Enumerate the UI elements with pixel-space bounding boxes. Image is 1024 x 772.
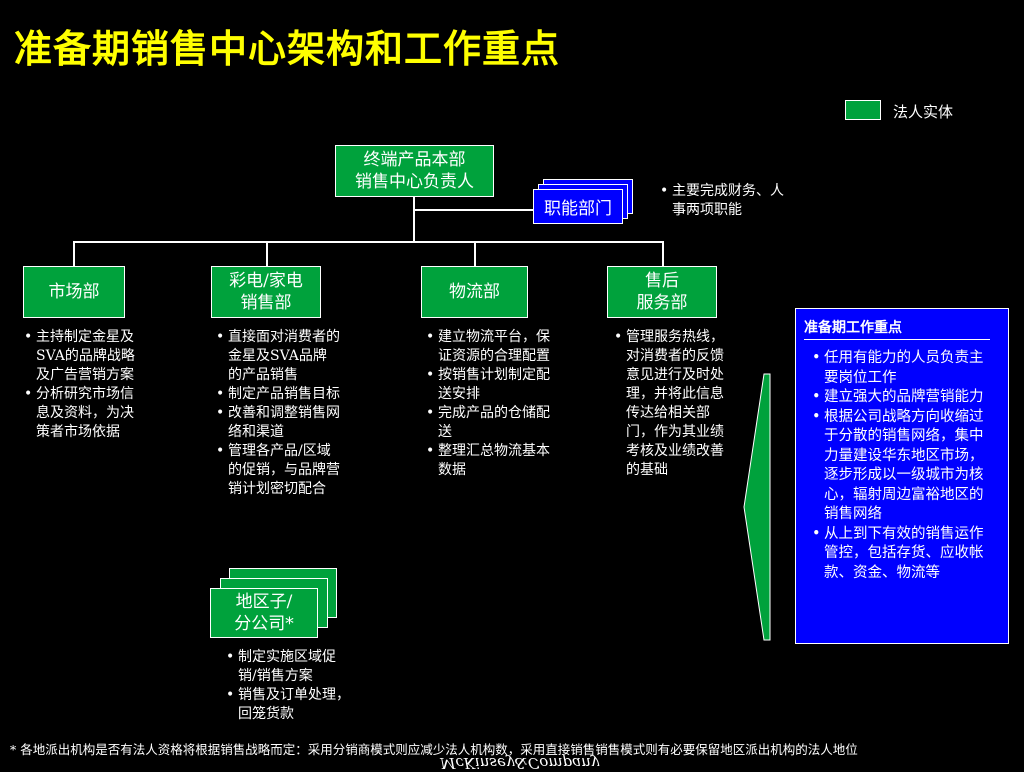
- dept-bullets-market: 主持制定金星及SVA的品牌战略及广告营销方案 分析研究市场信息及资料，为决策者市…: [24, 328, 138, 442]
- list-item: 改善和调整销售网络和渠道: [216, 404, 340, 442]
- panel-title: 准备期工作重点: [804, 320, 902, 336]
- arrow-icon: [743, 373, 771, 641]
- list-item: 制定实施区域促销/销售方案: [226, 648, 354, 686]
- head-box-line1: 终端产品本部: [363, 150, 466, 170]
- connector: [413, 196, 415, 242]
- page-title: 准备期销售中心架构和工作重点: [14, 27, 561, 71]
- list-item: 直接面对消费者的金星及SVA品牌的产品销售: [216, 328, 340, 385]
- panel-bullets: 任用有能力的人员负责主要岗位工作 建立强大的品牌营销能力 根据公司战略方向收缩过…: [812, 349, 996, 583]
- focus-panel: 准备期工作重点 任用有能力的人员负责主要岗位工作 建立强大的品牌营销能力 根据公…: [795, 308, 1009, 644]
- dept-bullets-tv-sales: 直接面对消费者的金星及SVA品牌的产品销售 制定产品销售目标 改善和调整销售网络…: [216, 328, 340, 499]
- region-bullets: 制定实施区域促销/销售方案 销售及订单处理，回笼货款: [226, 648, 354, 724]
- dept-box-market: 市场部: [23, 266, 125, 318]
- connector: [73, 241, 75, 267]
- legend-label: 法人实体: [893, 103, 954, 121]
- panel-divider: [804, 339, 990, 340]
- dept-box-service: 售后 服务部: [607, 266, 717, 318]
- list-item: 主持制定金星及SVA的品牌战略及广告营销方案: [24, 328, 138, 385]
- connector: [266, 241, 268, 267]
- dept-label: 销售部: [240, 293, 292, 313]
- dept-label: 彩电/家电: [229, 271, 303, 291]
- list-item: 从上到下有效的销售运作管控，包括存货、应收帐款、资金、物流等: [812, 525, 996, 584]
- connector: [73, 241, 663, 243]
- head-box-line2: 销售中心负责人: [355, 172, 474, 192]
- brand-logo: McKinsey&Company: [440, 754, 600, 772]
- list-item: 根据公司战略方向收缩过于分散的销售网络，集中力量建设华东地区市场，逐步形成以一级…: [812, 408, 996, 525]
- list-item: 整理汇总物流基本数据: [426, 442, 554, 480]
- connector: [474, 241, 476, 267]
- function-box: 职能部门: [533, 189, 623, 224]
- dept-label: 售后: [645, 271, 679, 291]
- footnote: * 各地派出机构是否有法人资格将根据销售战略而定：采用分销商模式则应减少法人机构…: [10, 742, 858, 757]
- dept-label: 服务部: [636, 293, 688, 313]
- connector: [413, 209, 535, 211]
- list-item: 销售及订单处理，回笼货款: [226, 686, 354, 724]
- region-box: 地区子/ 分公司*: [210, 588, 318, 638]
- dept-bullets-service: 管理服务热线，对消费者的反馈意见进行及时处理，并将此信息传达给相关部门，作为其业…: [614, 328, 726, 480]
- dept-label: 物流部: [449, 282, 500, 302]
- dept-label: 市场部: [48, 282, 100, 302]
- dept-bullets-logistics: 建立物流平台，保证资源的合理配置 按销售计划制定配送安排 完成产品的仓储配送 整…: [426, 328, 554, 480]
- list-item: 建立强大的品牌营销能力: [812, 388, 996, 408]
- dept-box-tv-sales: 彩电/家电 销售部: [211, 266, 321, 318]
- region-label: 地区子/: [235, 592, 293, 612]
- dept-box-logistics: 物流部: [421, 266, 528, 318]
- function-notes: 主要完成财务、人事两项职能: [660, 182, 790, 220]
- connector: [662, 241, 664, 267]
- list-item: 建立物流平台，保证资源的合理配置: [426, 328, 554, 366]
- list-item: 主要完成财务、人事两项职能: [660, 182, 790, 220]
- list-item: 按销售计划制定配送安排: [426, 366, 554, 404]
- function-box-label: 职能部门: [544, 199, 612, 219]
- legend-swatch: [845, 100, 881, 120]
- list-item: 完成产品的仓储配送: [426, 404, 554, 442]
- region-label: 分公司*: [234, 614, 294, 634]
- head-box: 终端产品本部 销售中心负责人: [335, 145, 494, 197]
- list-item: 制定产品销售目标: [216, 385, 340, 404]
- list-item: 管理各产品/区域的促销，与品牌营销计划密切配合: [216, 442, 340, 499]
- list-item: 分析研究市场信息及资料，为决策者市场依据: [24, 385, 138, 442]
- list-item: 管理服务热线，对消费者的反馈意见进行及时处理，并将此信息传达给相关部门，作为其业…: [614, 328, 726, 480]
- list-item: 任用有能力的人员负责主要岗位工作: [812, 349, 996, 388]
